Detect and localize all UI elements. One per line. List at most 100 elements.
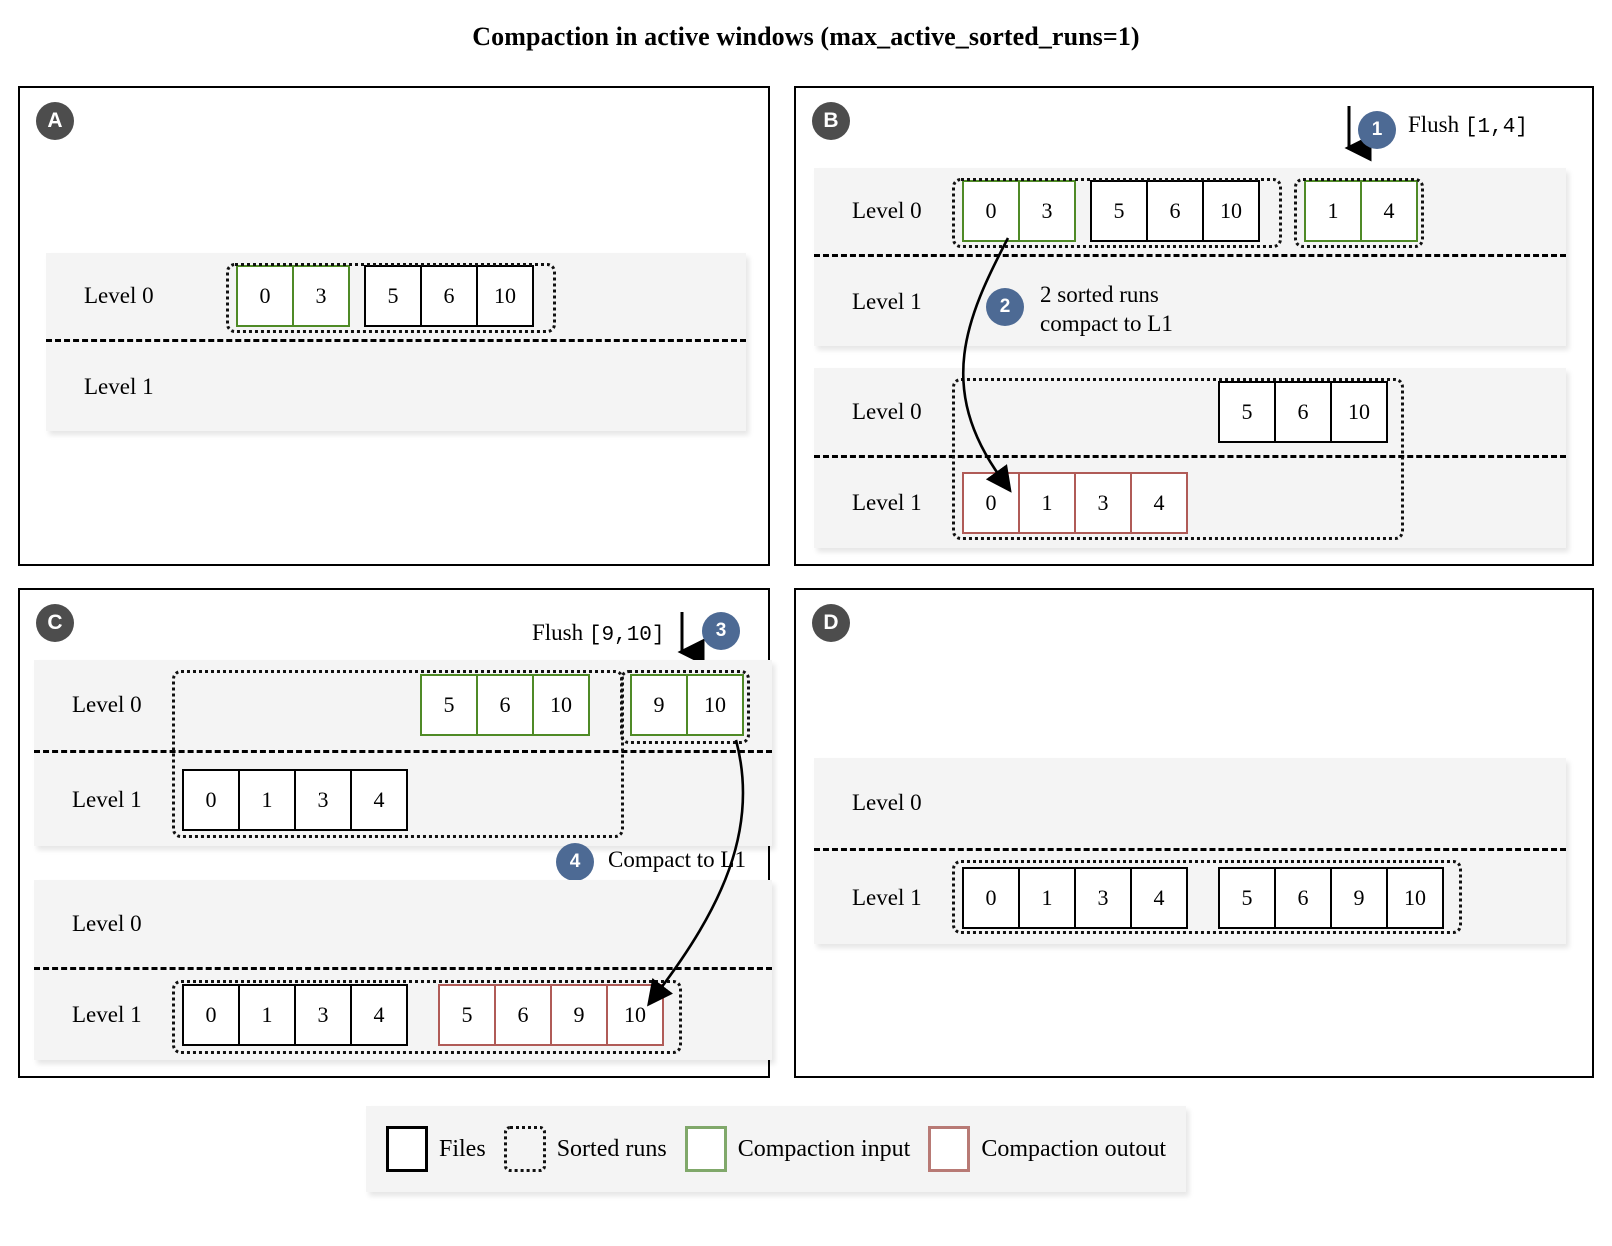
step4-text: Compact to L1 [608,847,746,872]
file-run: 5 6 10 [1218,380,1388,443]
file-cell: 4 [1130,866,1188,929]
lsm-block-c-1: Level 0 5 6 10 9 10 Level 1 0 1 3 4 [34,660,772,846]
file-cell: 3 [1018,180,1076,242]
file-cell: 5 [438,984,496,1046]
panel-d: D Level 0 Level 1 0 1 3 4 5 6 9 10 [794,588,1594,1078]
file-cell: 9 [630,674,688,736]
file-cell: 0 [962,866,1020,929]
level0-band: Level 0 5 6 10 9 10 [34,660,772,753]
file-cell: 5 [420,674,478,736]
legend-label: Files [439,1135,486,1162]
level0-label: Level 0 [72,910,142,936]
panel-c: C Flush [9,10] 3 Level 0 5 6 10 9 10 [18,588,772,1078]
file-cell: 5 [1218,380,1276,443]
panel-letter-badge: C [36,604,74,642]
file-cell: 10 [476,265,534,327]
compaction-input-swatch-icon [684,1126,727,1172]
lsm-block-b-2: Level 0 5 6 10 Level 1 0 1 3 4 [814,368,1566,548]
panel-letter-badge: D [812,604,850,642]
panel-a: A Level 0 0 3 5 6 10 Level 1 [18,86,770,566]
step2-text: 2 sorted runs compact to L1 [1040,280,1173,339]
file-cell: 0 [236,265,294,327]
level0-label: Level 0 [852,398,922,424]
file-cell: 4 [350,984,408,1046]
file-cell: 0 [182,768,240,831]
file-cell: 1 [238,984,296,1046]
file-run: 0 3 [962,180,1076,242]
level1-band: Level 1 [46,342,746,431]
level0-band: Level 0 [814,758,1566,851]
panel-b: B 1 Flush [1,4] Level 0 0 3 5 6 10 [794,86,1594,566]
level1-label: Level 1 [84,373,154,399]
page-title: Compaction in active windows (max_active… [472,22,1140,51]
file-cell: 3 [294,984,352,1046]
file-cell: 0 [182,984,240,1046]
file-cell: 9 [550,984,608,1046]
legend-label: Compaction input [737,1135,911,1162]
flush-word: Flush [1408,112,1460,137]
file-run: 0 1 3 4 [962,472,1188,534]
level0-label: Level 0 [852,790,922,815]
level0-band: Level 0 5 6 10 [814,368,1566,458]
legend-label: Compaction outout [981,1135,1166,1162]
level1-label: Level 1 [852,490,922,515]
flush-word: Flush [532,620,584,645]
legend-item-compaction-input: Compaction input [684,1126,911,1172]
file-cell: 6 [494,984,552,1046]
level1-band: Level 1 0 1 3 4 [34,753,772,846]
file-cell: 10 [1386,866,1444,929]
file-cell: 0 [962,180,1020,242]
file-cell: 9 [1330,866,1388,929]
file-run: 0 1 3 4 [182,768,408,831]
file-run: 0 3 [236,265,350,327]
file-cell: 4 [1360,180,1418,242]
file-cell: 10 [686,674,744,736]
file-cell: 4 [1130,472,1188,534]
file-run: 0 1 3 4 [962,866,1188,929]
file-run: 0 1 3 4 [182,984,408,1046]
level0-label: Level 0 [84,283,154,308]
level0-band: Level 0 [34,880,772,970]
file-cell: 3 [294,768,352,831]
level0-band: Level 0 0 3 5 6 10 1 4 [814,168,1566,257]
legend-item-files: Files [386,1126,486,1172]
file-cell: 1 [238,768,296,831]
file-run: 5 6 9 10 [1218,866,1444,929]
file-cell: 4 [350,768,408,831]
file-cell: 6 [476,674,534,736]
flush-range: [9,10] [588,624,665,647]
legend-item-sorted-runs: Sorted runs [503,1126,667,1172]
level1-band: Level 1 0 1 3 4 [814,458,1566,548]
flush-label-c: Flush [9,10] [532,618,665,650]
flush-range: [1,4] [1464,116,1528,139]
level1-label: Level 1 [852,884,922,910]
level0-band: Level 0 0 3 5 6 10 [46,253,746,342]
file-cell: 1 [1018,866,1076,929]
flush-label-b: Flush [1,4] [1408,110,1528,142]
file-run: 5 6 9 10 [438,984,664,1046]
file-cell: 3 [292,265,350,327]
file-cell: 6 [1274,866,1332,929]
file-cell: 1 [1304,180,1362,242]
legend: Files Sorted runs Compaction input Compa… [366,1106,1186,1192]
level1-label: Level 1 [72,786,142,812]
step-badge-1: 1 [1358,111,1396,149]
file-run: 1 4 [1304,180,1418,242]
level1-band: Level 1 0 1 3 4 5 6 9 10 [814,851,1566,944]
step2-line1: 2 sorted runs [1040,282,1159,307]
lsm-block-a-1: Level 0 0 3 5 6 10 Level 1 [46,253,746,431]
files-swatch-icon [386,1126,428,1172]
file-cell: 0 [962,472,1020,534]
file-run: 5 6 10 [1090,180,1260,242]
level1-label: Level 1 [72,1002,142,1027]
lsm-block-b-1: Level 0 0 3 5 6 10 1 4 Level 1 [814,168,1566,346]
file-cell: 10 [1330,380,1388,443]
level1-band: Level 1 [814,257,1566,346]
file-cell: 3 [1074,866,1132,929]
file-cell: 6 [1146,180,1204,242]
step-badge-2: 2 [986,288,1024,326]
legend-item-compaction-output: Compaction outout [928,1126,1166,1172]
file-run: 5 6 10 [420,674,590,736]
file-cell: 6 [420,265,478,327]
sorted-runs-swatch-icon [503,1126,546,1172]
